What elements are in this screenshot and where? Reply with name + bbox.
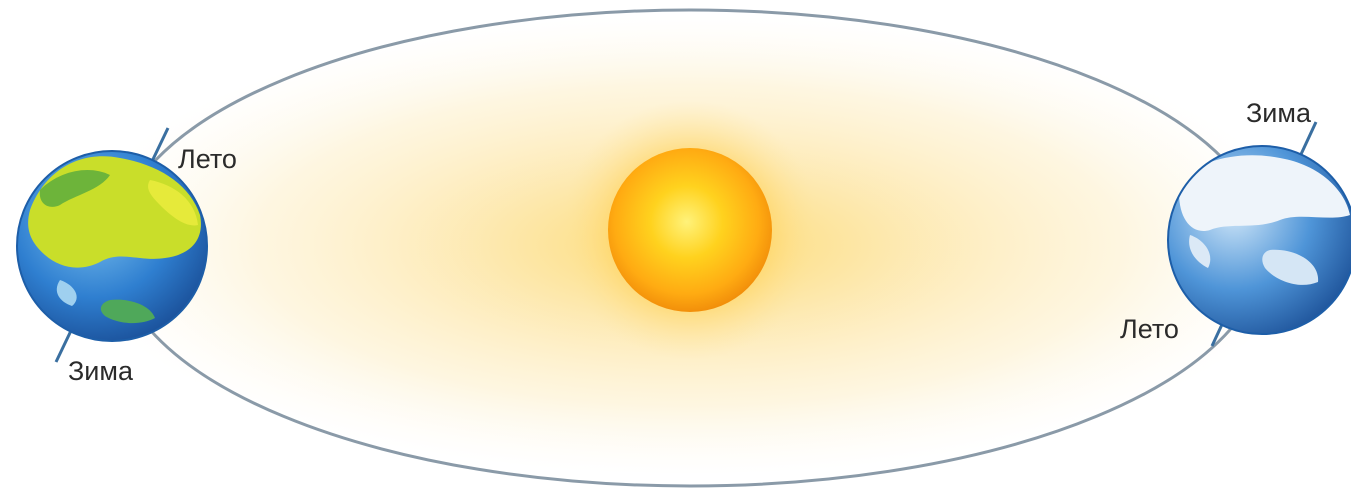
sun-icon — [560, 100, 820, 360]
right-winter-label: Зима — [1246, 98, 1312, 128]
left-winter-label: Зима — [68, 356, 134, 386]
right-summer-label: Лето — [1120, 314, 1179, 344]
left-summer-label: Лето — [178, 144, 237, 174]
